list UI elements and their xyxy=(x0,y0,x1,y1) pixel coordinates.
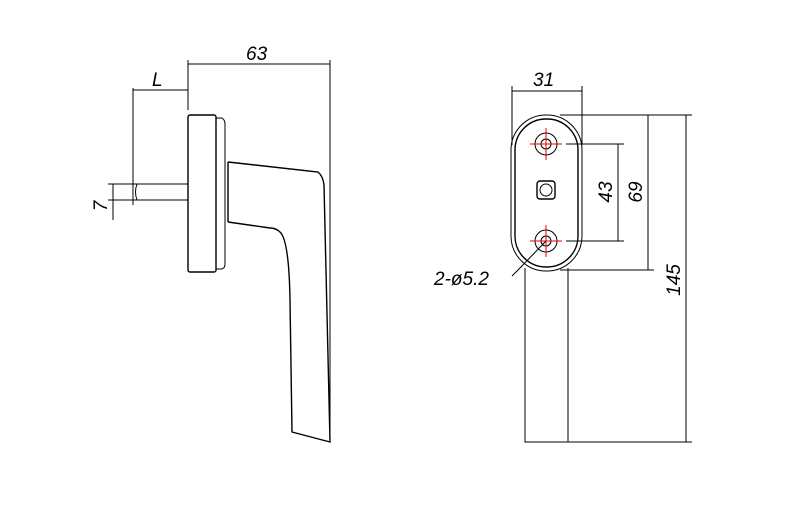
side-view: 63 L 7 xyxy=(91,44,331,443)
dim-L: L xyxy=(152,70,163,91)
handle-side xyxy=(227,161,331,443)
hole-callout-leader xyxy=(511,240,547,277)
hole-callout: 2-ø5.2 xyxy=(433,269,489,290)
rose-cap-side xyxy=(216,117,226,270)
dim-145: 145 xyxy=(664,264,685,296)
rose-plate-inner xyxy=(514,118,579,268)
spindle xyxy=(133,183,188,201)
rose-plate-outer xyxy=(510,114,583,272)
dim-63: 63 xyxy=(246,44,268,65)
dim-31: 31 xyxy=(533,70,554,91)
front-view: 31 43 69 145 2-ø5.2 xyxy=(433,70,692,443)
handle-stem xyxy=(524,268,569,443)
spindle-square-hole xyxy=(536,180,556,200)
dim-43: 43 xyxy=(596,181,617,203)
rose-plate-side xyxy=(187,114,217,273)
screw-hole-top xyxy=(530,128,562,160)
dim-7: 7 xyxy=(91,199,112,211)
dim-69: 69 xyxy=(626,181,647,203)
